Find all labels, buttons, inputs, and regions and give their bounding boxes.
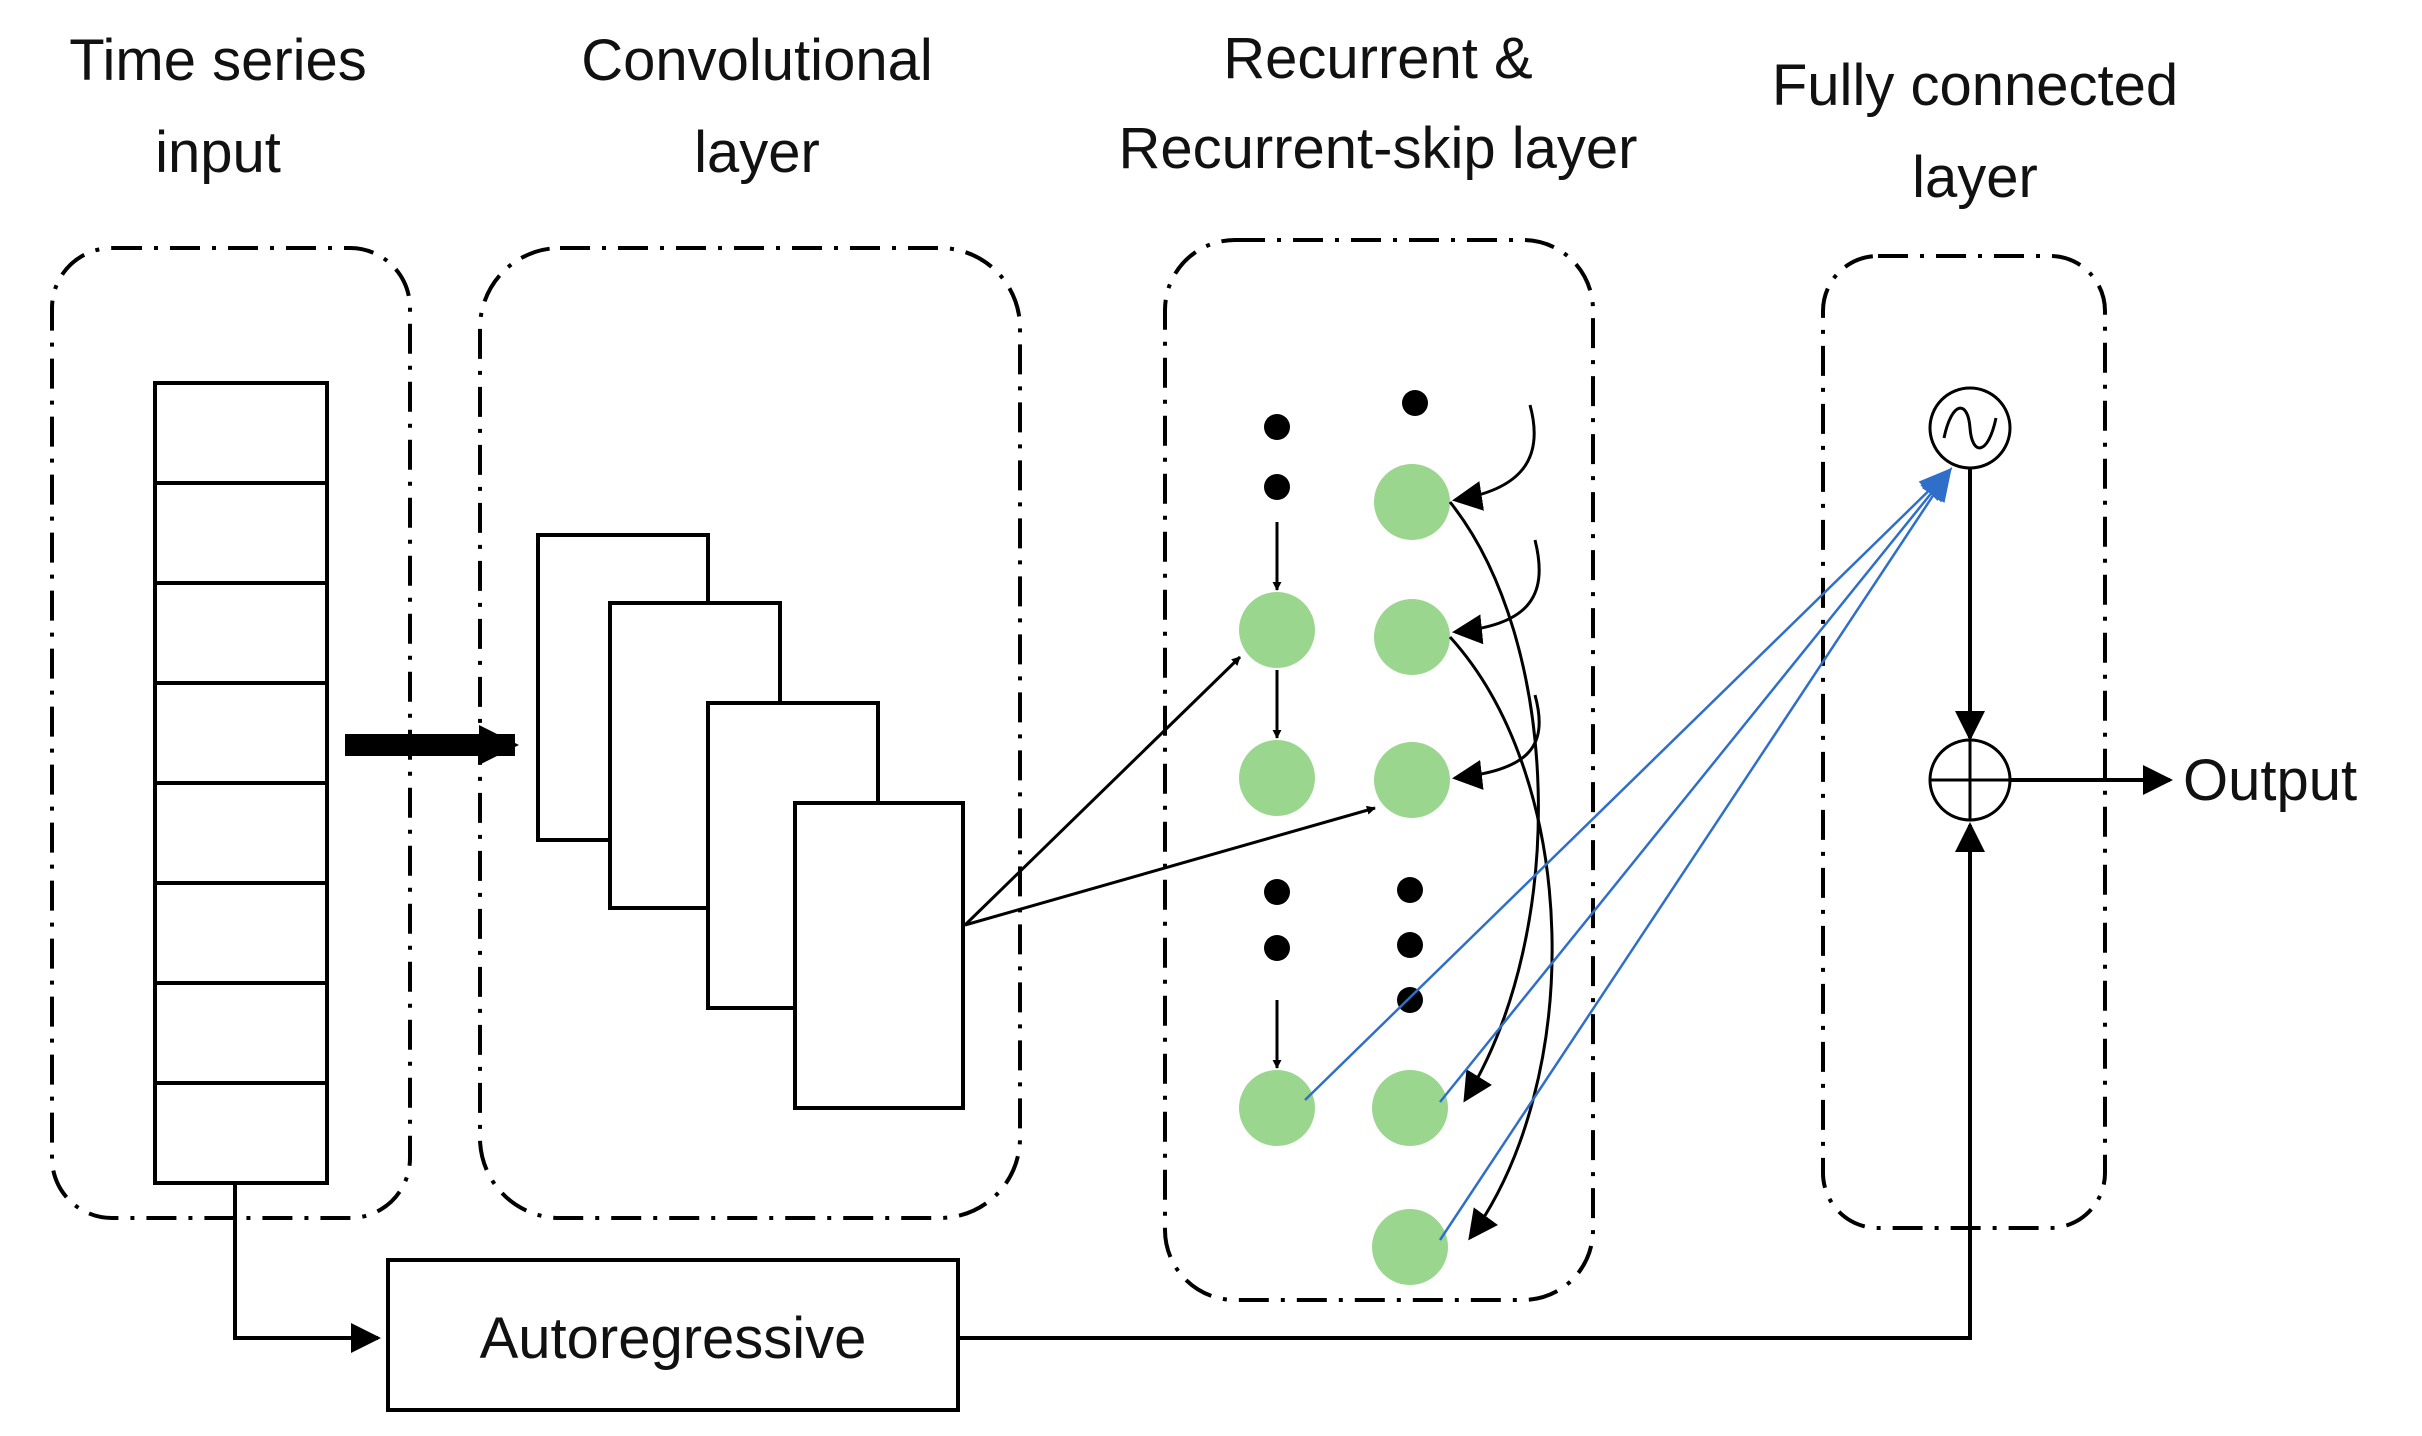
skip-in-arrow-1 (1452, 404, 1536, 511)
conv-to-skip-arrow (964, 805, 1376, 927)
fc-title-line1: Fully connected (1772, 53, 2178, 118)
rnn-ellipsis-middle (1264, 879, 1290, 961)
skip-arc-1 (1448, 501, 1540, 1103)
conv-title-line2: layer (694, 120, 820, 185)
input-cell-stack (153, 381, 329, 1185)
rnn-to-fc-blue-arrow (1304, 467, 1953, 1101)
rnn-node-3 (1239, 1070, 1315, 1146)
conv-title-line1: Convolutional (581, 28, 932, 93)
input-title-line1: Time series (69, 28, 367, 93)
output-label: Output (2183, 748, 2357, 813)
autoregressive-block (386, 1258, 960, 1412)
skip4-to-fc-blue-arrow (1439, 467, 1953, 1103)
skip-node-4 (1372, 1070, 1448, 1146)
skip-ellipsis-middle (1397, 877, 1423, 1013)
skip-in-arrow-2 (1452, 539, 1541, 645)
conv-feature-maps (536, 533, 965, 1110)
autoregressive-label: Autoregressive (480, 1306, 867, 1371)
rnn-ellipsis-top (1264, 414, 1290, 500)
skip-arc-2 (1448, 635, 1554, 1241)
recurrent-title-line2: Recurrent-skip layer (1119, 116, 1638, 181)
skip-node-5 (1372, 1209, 1448, 1285)
input-to-ar-arrow (233, 1183, 381, 1353)
skip-node-3 (1374, 742, 1450, 818)
skip-node-1 (1374, 464, 1450, 540)
input-title-line2: input (155, 120, 281, 185)
conv-to-rnn-arrow (963, 655, 1242, 927)
conv-container (478, 246, 1022, 1220)
circled-plus-icon (1928, 738, 2012, 822)
recurrent-title-line1: Recurrent & (1223, 26, 1532, 91)
rnn-node-2 (1239, 740, 1315, 816)
skip-in-arrow-3 (1452, 694, 1541, 790)
skip-node-2 (1374, 599, 1450, 675)
fc-title-line2: layer (1912, 145, 2038, 210)
input-container (50, 246, 412, 1220)
sigmoid-circle-icon (1928, 386, 2012, 470)
fc-container (1821, 254, 2107, 1230)
recurrent-container (1163, 238, 1595, 1302)
ar-to-sum-arrow (958, 822, 1985, 1340)
skip-ellipsis-top (1402, 390, 1428, 416)
skip5-to-fc-blue-arrow (1438, 467, 1952, 1241)
rnn-node-1 (1239, 592, 1315, 668)
